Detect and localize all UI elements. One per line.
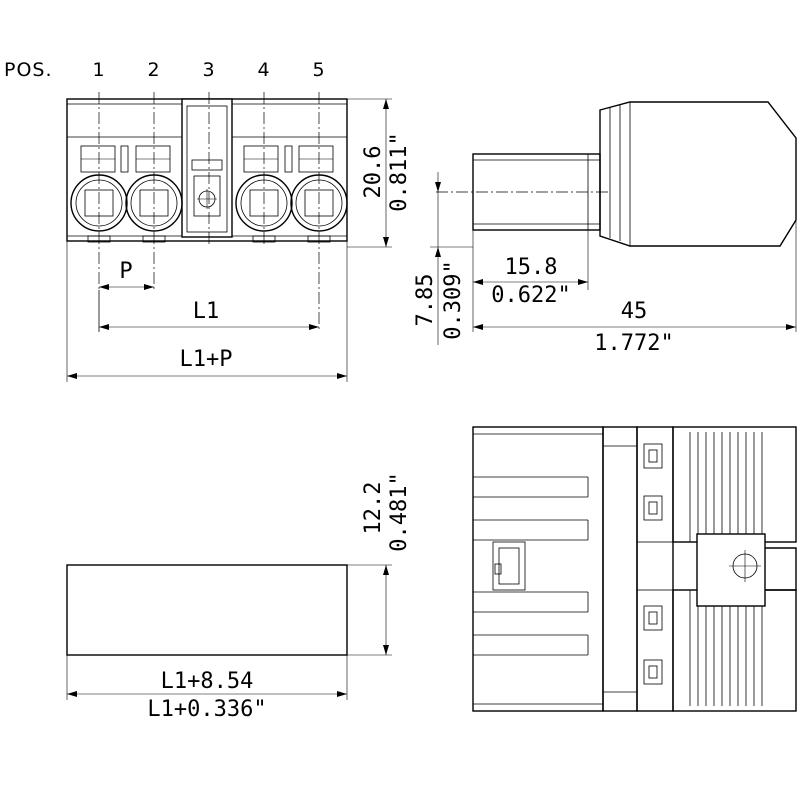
top-pin-housing	[472, 426, 604, 712]
side-housing	[599, 101, 797, 247]
pin-length-mm-label: 15.8	[505, 255, 558, 280]
pos-number-2: 2	[147, 59, 160, 81]
bottom-body-outline	[66, 564, 348, 656]
pos-number-1: 1	[92, 59, 105, 81]
side-dimensions: 7.85 0.309" 15.8 0.622" 45 1.772"	[413, 172, 797, 356]
top-grip-upper	[672, 426, 797, 543]
bottom-height-in-label: 0.481"	[387, 472, 412, 551]
depth-mm-label: 45	[621, 299, 648, 324]
depth-in-label: 1.772"	[594, 331, 673, 356]
pin-offset-mm-label: 7.85	[413, 274, 438, 327]
center-screw	[191, 159, 223, 217]
pos-number-4: 4	[257, 59, 270, 81]
pin-offset-in-label: 0.309"	[441, 260, 466, 339]
pin-length-in-label: 0.622"	[491, 283, 570, 308]
position-labels: POS. 1 2 3 4 5	[4, 59, 325, 81]
pos-number-3: 3	[202, 59, 215, 81]
top-screw-block	[696, 533, 766, 607]
bottom-dimensions: 12.2 0.481" L1+8.54 L1+0.336"	[66, 472, 412, 722]
release-windows	[80, 145, 334, 173]
overall-length-label: L1+P	[180, 347, 233, 372]
height-in-label: 0.811"	[387, 132, 412, 211]
height-mm-label: 20.6	[361, 146, 386, 199]
pitch-label: P	[119, 259, 132, 284]
top-latch	[492, 541, 526, 591]
top-grip-lower	[672, 589, 797, 712]
bottom-length-mm-label: L1+8.54	[161, 669, 254, 694]
front-dimensions: P L1 L1+P 20.6 0.811"	[66, 98, 412, 382]
side-view	[436, 101, 797, 247]
top-release-windows	[643, 443, 663, 685]
grip-ribs	[689, 432, 763, 706]
center-slot	[181, 98, 233, 238]
pos-label: POS.	[4, 59, 53, 81]
bottom-view	[66, 564, 348, 656]
top-view	[472, 426, 797, 712]
bottom-length-in-label: L1+0.336"	[147, 697, 266, 722]
length-label: L1	[193, 299, 220, 324]
bottom-height-mm-label: 12.2	[361, 482, 386, 535]
pos-number-5: 5	[312, 59, 325, 81]
front-view	[66, 92, 348, 332]
